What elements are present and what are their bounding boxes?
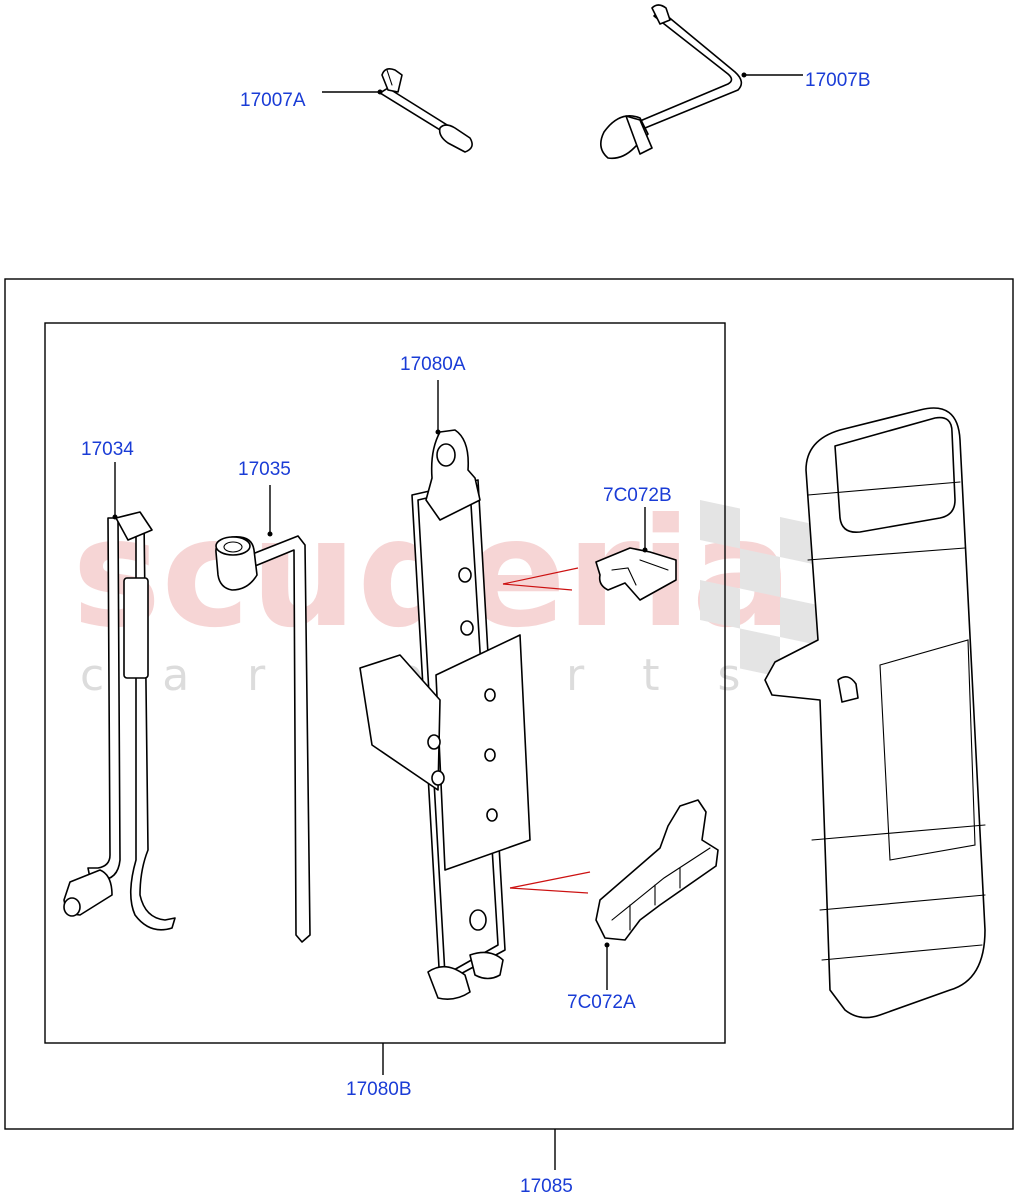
label-17007A[interactable]: 17007A: [240, 90, 306, 111]
indicator-line: [509, 887, 589, 894]
part-17007B-rod[interactable]: [600, 4, 743, 160]
leader-dot: [112, 514, 118, 520]
part-7C072B-clip[interactable]: [595, 547, 677, 601]
label-17080A[interactable]: 17080A: [400, 354, 466, 375]
label-17080B[interactable]: 17080B: [346, 1079, 412, 1100]
leader-dot: [642, 547, 648, 553]
part-17007A-rod[interactable]: [379, 68, 473, 153]
leader-dot: [435, 429, 441, 435]
label-7C072A[interactable]: 7C072A: [567, 992, 636, 1013]
leader-dot: [604, 942, 610, 948]
indicator-line: [509, 871, 591, 889]
part-17080A-jack[interactable]: [359, 429, 531, 1000]
part-7C072A-bracket[interactable]: [595, 799, 719, 941]
label-17034[interactable]: 17034: [81, 439, 134, 460]
label-17007B[interactable]: 17007B: [805, 70, 871, 91]
label-17085[interactable]: 17085: [520, 1176, 573, 1197]
indicator-line: [502, 567, 579, 585]
label-7C072B[interactable]: 7C072B: [603, 485, 672, 506]
label-17035[interactable]: 17035: [238, 459, 291, 480]
leader-dot: [267, 531, 273, 537]
part-17034-wheel-brace[interactable]: [63, 511, 176, 931]
assembly-frame-inner: [44, 322, 726, 1044]
indicator-line: [502, 583, 573, 591]
part-17035-wrench[interactable]: [215, 535, 311, 943]
part-17085-tool-bag[interactable]: [764, 407, 986, 1019]
leader-dot: [741, 72, 747, 78]
leader-dot: [377, 89, 383, 95]
assembly-frame-outer: [4, 278, 1014, 1130]
